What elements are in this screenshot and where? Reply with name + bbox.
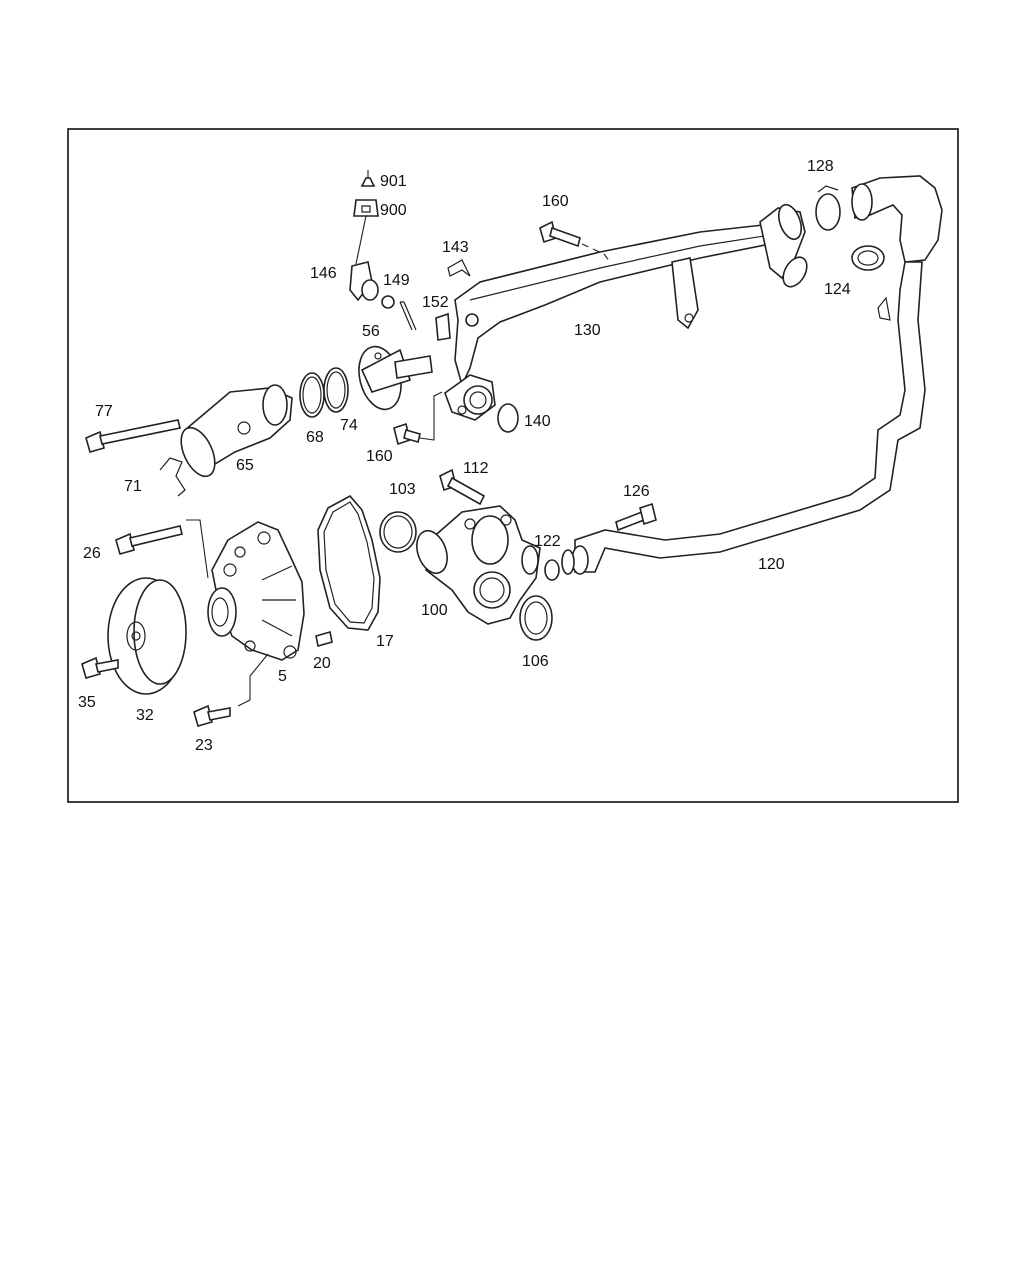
label-74: 74 [340,417,358,434]
o-ring-122 [544,559,560,581]
water-pump-5 [207,521,305,661]
clip-71 [159,457,186,497]
thermostat-56 [358,345,433,411]
clip-143 [447,259,471,277]
label-120: 120 [758,556,785,573]
hose-clamp-128 [815,193,841,231]
o-ring-74 [323,367,349,413]
label-65: 65 [236,457,254,474]
o-ring-140 [497,403,519,433]
leader-26 [186,519,209,579]
retaining-clip-152 [399,301,417,331]
coolant-pipe-120 [561,261,926,575]
bolt-126 [615,502,657,532]
hose-128 [815,175,943,271]
label-126: 126 [623,483,650,500]
label-130: 130 [574,322,601,339]
bolt-77 [85,419,181,453]
label-77: 77 [95,403,113,420]
label-140: 140 [524,413,551,430]
hose-clamp-124 [851,245,885,271]
label-112: 112 [463,460,489,477]
label-103: 103 [389,481,416,498]
bolt-35 [81,656,119,679]
label-68: 68 [306,429,324,446]
label-143: 143 [442,239,469,256]
label-128: 128 [807,158,834,175]
label-23: 23 [195,737,213,754]
o-ring-149 [381,295,395,309]
label-32: 32 [136,707,154,724]
label-56: 56 [362,323,380,340]
label-71: 71 [124,478,142,495]
bolt-23 [193,704,231,727]
label-26: 26 [83,545,101,562]
label-5: 5 [278,668,287,685]
label-20: 20 [313,655,331,672]
thermostat-housing-100 [416,505,541,625]
leader-5 [237,653,269,707]
symbol-901 [360,170,376,187]
label-124: 124 [824,281,851,298]
pulley-32 [107,577,187,695]
coolant-connector-65 [180,384,293,478]
temperature-sensor-146 [349,259,471,331]
leader-160-upper [581,243,611,263]
bolt-160-upper [539,220,581,248]
dowel-pin-20 [315,630,333,648]
label-35: 35 [78,694,96,711]
label-100: 100 [421,602,448,619]
label-160-upper: 160 [542,193,569,210]
label-901: 901 [380,173,407,190]
o-ring-103 [379,511,417,553]
bolt-112 [439,468,486,506]
diagram-border [67,128,959,803]
symbol-900 [353,199,379,217]
bolt-160-lower [393,422,421,446]
label-122: 122 [534,533,561,550]
coolant-pipe-130 [435,203,808,421]
label-160-lower: 160 [366,448,393,465]
bolt-26 [115,525,183,555]
label-152: 152 [422,294,449,311]
label-900: 900 [380,202,407,219]
label-106: 106 [522,653,549,670]
label-146: 146 [310,265,337,282]
label-149: 149 [383,272,410,289]
label-17: 17 [376,633,394,650]
leader-160-lower [419,391,443,441]
